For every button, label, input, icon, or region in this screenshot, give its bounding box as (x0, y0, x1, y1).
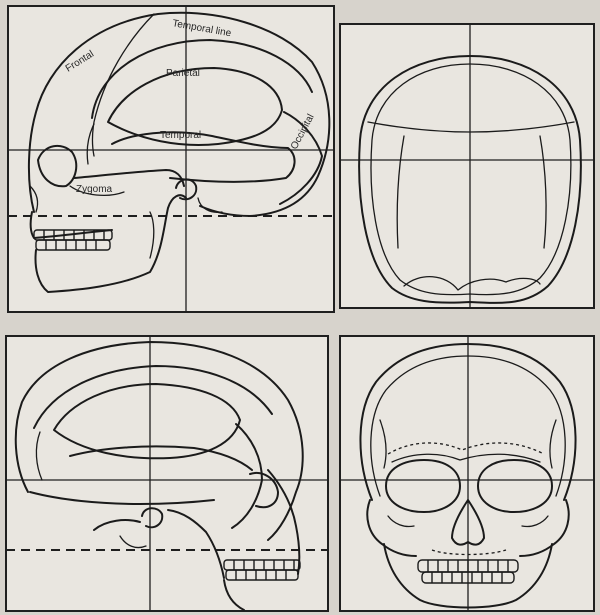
panel-top-view (340, 24, 594, 308)
label-temporal: Temporal (160, 130, 201, 141)
panel-side-view-labeled: Temporal line Frontal Parietal Temporal … (8, 6, 334, 312)
panel-side-view-unlabeled (6, 336, 328, 611)
panel-frame (8, 6, 334, 312)
panel-frame (340, 24, 594, 308)
label-parietal: Parietal (166, 68, 200, 79)
panel-front-view (340, 336, 594, 611)
label-zygoma: Zygoma (76, 184, 113, 195)
